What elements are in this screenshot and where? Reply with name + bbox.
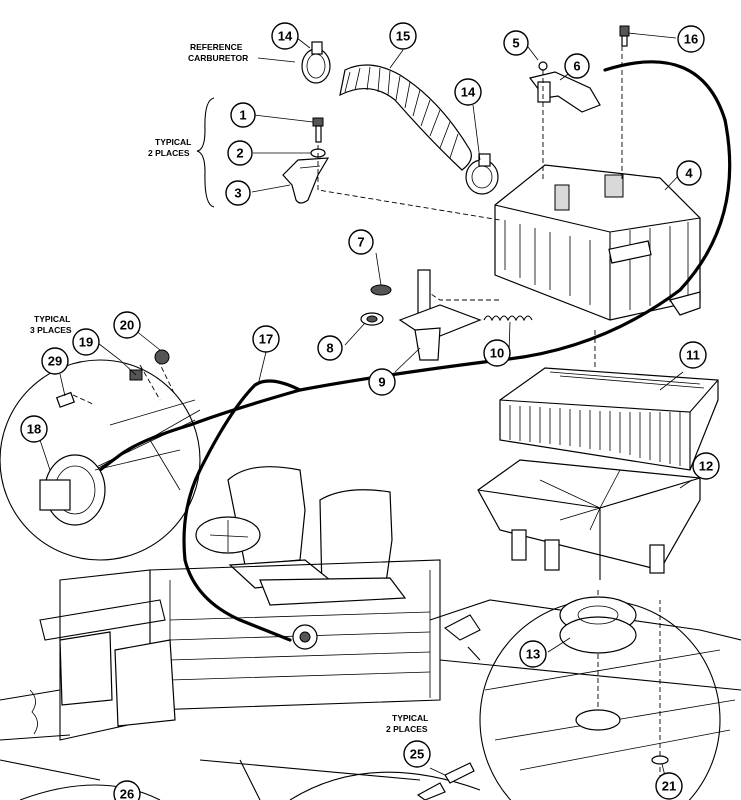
svg-text:16: 16 xyxy=(684,32,698,47)
callout-19: 19 xyxy=(72,328,100,356)
leader-lines xyxy=(39,32,693,791)
callout-18: 18 xyxy=(20,415,48,443)
grommet-8 xyxy=(360,312,384,326)
callout-2: 2 xyxy=(227,140,253,166)
svg-text:6: 6 xyxy=(573,59,580,74)
typical-3-places-label: TYPICAL 3 PLACES xyxy=(30,314,72,335)
svg-text:TYPICAL: TYPICAL xyxy=(392,713,428,723)
callout-20: 20 xyxy=(113,311,141,339)
callout-17: 17 xyxy=(252,325,280,353)
callout-1: 1 xyxy=(230,102,256,128)
svg-text:2 PLACES: 2 PLACES xyxy=(148,148,190,158)
svg-text:4: 4 xyxy=(685,166,693,181)
detail-circle-bottom xyxy=(19,762,481,800)
spring-10 xyxy=(483,315,533,322)
svg-text:29: 29 xyxy=(48,354,62,369)
callout-15: 15 xyxy=(389,22,417,50)
reference-carburetor-label: REFERENCE CARBURETOR xyxy=(188,42,296,63)
svg-text:REFERENCE: REFERENCE xyxy=(190,42,243,52)
svg-text:14: 14 xyxy=(278,29,293,44)
svg-text:14: 14 xyxy=(461,85,476,100)
svg-text:5: 5 xyxy=(512,36,519,51)
air-filter-element xyxy=(499,367,719,471)
svg-text:17: 17 xyxy=(259,332,273,347)
svg-text:12: 12 xyxy=(699,459,713,474)
svg-text:8: 8 xyxy=(326,341,333,356)
callout-3: 3 xyxy=(225,180,251,206)
svg-text:18: 18 xyxy=(27,422,41,437)
svg-text:2 PLACES: 2 PLACES xyxy=(386,724,428,734)
intake-hose xyxy=(339,64,472,171)
typical-2-places-top-label: TYPICAL 2 PLACES xyxy=(148,97,215,208)
svg-text:3 PLACES: 3 PLACES xyxy=(30,325,72,335)
air-box-base xyxy=(477,459,701,580)
bracket-6 xyxy=(528,71,601,113)
assembly-lines xyxy=(72,46,661,780)
svg-text:11: 11 xyxy=(686,348,700,363)
svg-text:21: 21 xyxy=(662,779,676,794)
callout-14-bottom: 14 xyxy=(454,78,482,106)
bolt-1 xyxy=(312,117,324,143)
seats-and-steering xyxy=(149,466,441,711)
bracket xyxy=(196,97,215,208)
callout-11: 11 xyxy=(679,341,707,369)
svg-text:9: 9 xyxy=(378,375,385,390)
hose-clamp-top xyxy=(301,41,331,84)
lever-9 xyxy=(398,269,482,361)
bolt-16 xyxy=(619,25,630,47)
svg-text:TYPICAL: TYPICAL xyxy=(34,314,70,324)
svg-text:26: 26 xyxy=(120,787,134,800)
typical-2-places-bottom-label: TYPICAL 2 PLACES xyxy=(386,713,428,734)
detail-circle-pedal xyxy=(0,349,201,561)
svg-text:10: 10 xyxy=(490,346,504,361)
svg-text:TYPICAL: TYPICAL xyxy=(155,137,191,147)
callout-14-top: 14 xyxy=(271,22,299,50)
svg-text:15: 15 xyxy=(396,29,410,44)
callout-7: 7 xyxy=(348,229,374,255)
callout-6: 6 xyxy=(564,53,590,79)
callout-25: 25 xyxy=(403,740,431,768)
callout-26: 26 xyxy=(113,780,141,800)
svg-text:19: 19 xyxy=(79,335,93,350)
callout-9: 9 xyxy=(368,368,396,396)
bracket-3 xyxy=(282,157,330,204)
callout-13: 13 xyxy=(519,640,547,668)
callout-8: 8 xyxy=(317,335,343,361)
svg-text:25: 25 xyxy=(410,747,424,762)
svg-text:1: 1 xyxy=(239,108,246,123)
svg-text:3: 3 xyxy=(234,186,241,201)
svg-text:20: 20 xyxy=(120,318,134,333)
hose-clamp-bottom xyxy=(465,153,499,195)
callout-5: 5 xyxy=(503,30,529,56)
grommet-7 xyxy=(370,284,392,296)
callout-16: 16 xyxy=(677,25,705,53)
callout-10: 10 xyxy=(483,339,511,367)
cart-frame xyxy=(0,569,741,800)
callout-29: 29 xyxy=(41,347,69,375)
svg-text:7: 7 xyxy=(357,235,364,250)
callout-12: 12 xyxy=(692,452,720,480)
svg-text:13: 13 xyxy=(526,647,540,662)
callout-21: 21 xyxy=(655,772,683,800)
callout-4: 4 xyxy=(676,160,702,186)
screw-5 xyxy=(538,61,548,71)
detail-circle-airbox-mount xyxy=(467,596,736,800)
air-box-cover xyxy=(494,164,701,321)
svg-text:CARBURETOR: CARBURETOR xyxy=(188,53,248,63)
svg-text:2: 2 xyxy=(236,146,243,161)
